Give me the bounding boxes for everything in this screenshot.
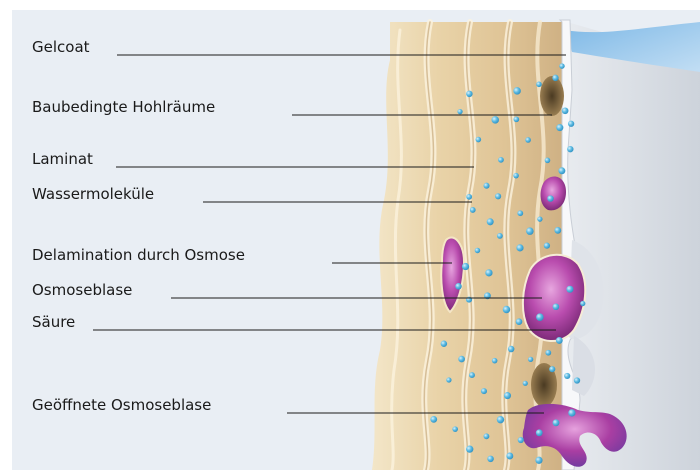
label-laminat: Laminat <box>32 150 93 168</box>
water-molecule <box>537 217 542 222</box>
water-molecule <box>516 244 523 251</box>
water-molecule <box>487 218 494 225</box>
water-molecule <box>457 109 462 114</box>
water-molecule <box>506 453 513 460</box>
water-molecule <box>567 146 573 152</box>
label-baubedingte-hohlraeume: Baubedingte Hohlräume <box>32 98 215 116</box>
water-molecule <box>462 263 469 270</box>
water-molecule <box>580 301 585 306</box>
water-molecule <box>574 377 580 383</box>
water-molecule <box>481 388 487 394</box>
water-molecule <box>554 227 561 234</box>
water-molecule <box>497 416 504 423</box>
water-molecule <box>552 75 558 81</box>
water-molecule <box>568 121 574 127</box>
water-molecule <box>516 318 523 325</box>
water-molecule <box>466 445 473 452</box>
water-molecule <box>568 409 575 416</box>
water-molecule <box>513 173 519 179</box>
water-molecule <box>553 303 560 310</box>
water-molecule <box>535 457 542 464</box>
water-molecule <box>528 357 533 362</box>
water-molecule <box>545 158 551 164</box>
water-molecule <box>495 193 501 199</box>
label-geoeffnete-osmoseblase: Geöffnete Osmoseblase <box>32 396 211 414</box>
label-delamination: Delamination durch Osmose <box>32 246 245 264</box>
water-molecule <box>470 207 476 213</box>
water-molecule <box>487 456 494 463</box>
water-molecule <box>491 116 498 123</box>
water-molecule <box>441 341 447 347</box>
water-molecule <box>514 116 520 122</box>
water-molecule <box>513 87 521 95</box>
water-molecule <box>536 82 542 88</box>
water-molecule <box>559 63 564 68</box>
water-molecule <box>504 392 511 399</box>
water-molecule <box>484 183 490 189</box>
water-molecule <box>517 210 523 216</box>
water-molecule <box>469 372 475 378</box>
water-molecule <box>549 366 555 372</box>
label-gelcoat: Gelcoat <box>32 38 90 56</box>
water-molecule <box>536 429 543 436</box>
water-molecule <box>523 381 528 386</box>
water-molecule <box>458 356 465 363</box>
water-molecule <box>476 137 482 143</box>
water-molecule <box>518 437 524 443</box>
water-molecule <box>430 416 437 423</box>
water-molecule <box>526 227 534 235</box>
water-molecule <box>544 243 550 249</box>
water-molecule <box>556 124 563 131</box>
label-wassermolekuele: Wassermoleküle <box>32 185 154 203</box>
water-molecule <box>452 426 458 432</box>
water-molecule <box>536 313 544 321</box>
water-molecule <box>553 419 560 426</box>
water-molecule <box>484 433 490 439</box>
void-top <box>540 76 564 116</box>
water-molecule <box>498 157 504 163</box>
water-molecule <box>562 107 569 114</box>
water-molecule <box>556 337 563 344</box>
water-molecule <box>564 373 570 379</box>
water-molecule <box>466 91 473 98</box>
water-molecule <box>558 167 565 174</box>
water-molecule <box>497 233 503 239</box>
water-molecule <box>566 286 573 293</box>
water-molecule <box>446 377 451 382</box>
water-molecule <box>545 350 551 356</box>
water-molecule <box>503 306 510 313</box>
label-osmoseblase: Osmoseblase <box>32 281 132 299</box>
water-molecule <box>492 358 498 364</box>
label-saeure: Säure <box>32 313 75 331</box>
water-molecule <box>466 194 472 200</box>
water-molecule <box>455 283 462 290</box>
water-molecule <box>485 269 492 276</box>
water-molecule <box>547 195 553 201</box>
water-molecule <box>508 346 514 352</box>
water-molecule <box>525 137 531 143</box>
water-molecule <box>475 248 481 254</box>
